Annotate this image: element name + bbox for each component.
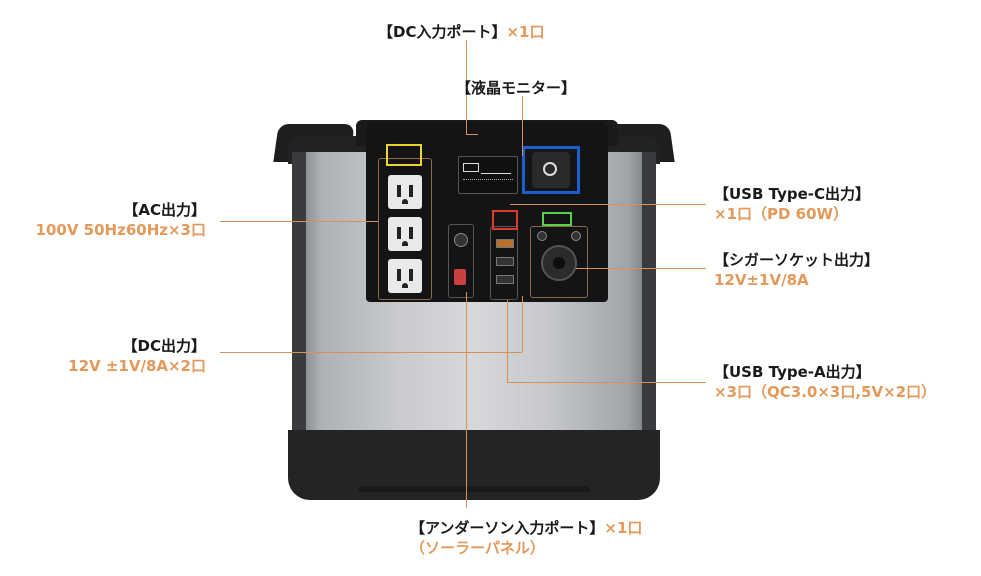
- ac-socket-2: [388, 217, 422, 251]
- anderson-port: [454, 269, 466, 285]
- highlight-usb-c: [492, 210, 518, 230]
- ac-socket-1: [388, 175, 422, 209]
- highlight-power-button: [522, 146, 580, 194]
- label-cigarette: 【シガーソケット出力】 12V±1V/8A: [714, 251, 880, 289]
- lcd-screen: [458, 156, 518, 194]
- left-side-trim: [292, 152, 306, 436]
- leader-dc-input: [466, 40, 467, 134]
- usb-a-port-1: [496, 239, 514, 248]
- dc-output-port-2: [571, 231, 581, 241]
- dc-input-port: [454, 233, 468, 247]
- bottom-base: [288, 430, 660, 500]
- leader-usb-c: [510, 204, 706, 205]
- usb-port-group: [490, 226, 518, 300]
- leader-cigarette: [576, 268, 706, 269]
- leader-anderson: [466, 292, 467, 508]
- label-dc-input: 【DC入力ポート】×1口: [378, 23, 545, 41]
- usb-a-port-3: [496, 275, 514, 284]
- leader-usb-a: [507, 300, 508, 382]
- leader-lcd: [522, 96, 523, 156]
- highlight-dc-input-label: [386, 144, 422, 166]
- leader-dc-output: [220, 352, 522, 353]
- usb-a-port-2: [496, 257, 514, 266]
- right-side-trim: [642, 152, 656, 436]
- label-dc-output: 【DC出力】 12V ±1V/8A×2口: [68, 337, 206, 375]
- wave-icon: [481, 165, 511, 174]
- dc-output-port-1: [537, 231, 547, 241]
- highlight-dc-output: [542, 212, 572, 226]
- power-button: [532, 152, 570, 188]
- label-lcd: 【液晶モニター】: [456, 79, 577, 97]
- dc-input-group: [448, 224, 474, 298]
- dc-output-group: [530, 226, 588, 298]
- power-icon: [543, 162, 557, 176]
- label-ac-output: 【AC出力】 100V 50Hz60Hz×3口: [35, 201, 206, 239]
- ac-socket-3: [388, 259, 422, 293]
- portable-power-station-image: [273, 112, 675, 500]
- ac-outlet-group: [378, 158, 432, 300]
- label-anderson: 【アンダーソン入力ポート】×1口 （ソーラーパネル）: [410, 519, 643, 557]
- leader-ac: [220, 221, 378, 222]
- battery-icon: [463, 163, 479, 172]
- label-usb-c: 【USB Type-C出力】 ×1口（PD 60W）: [714, 185, 871, 223]
- cigarette-socket: [541, 245, 577, 281]
- label-usb-a: 【USB Type-A出力】 ×3口（QC3.0×3口,5V×2口）: [714, 363, 937, 401]
